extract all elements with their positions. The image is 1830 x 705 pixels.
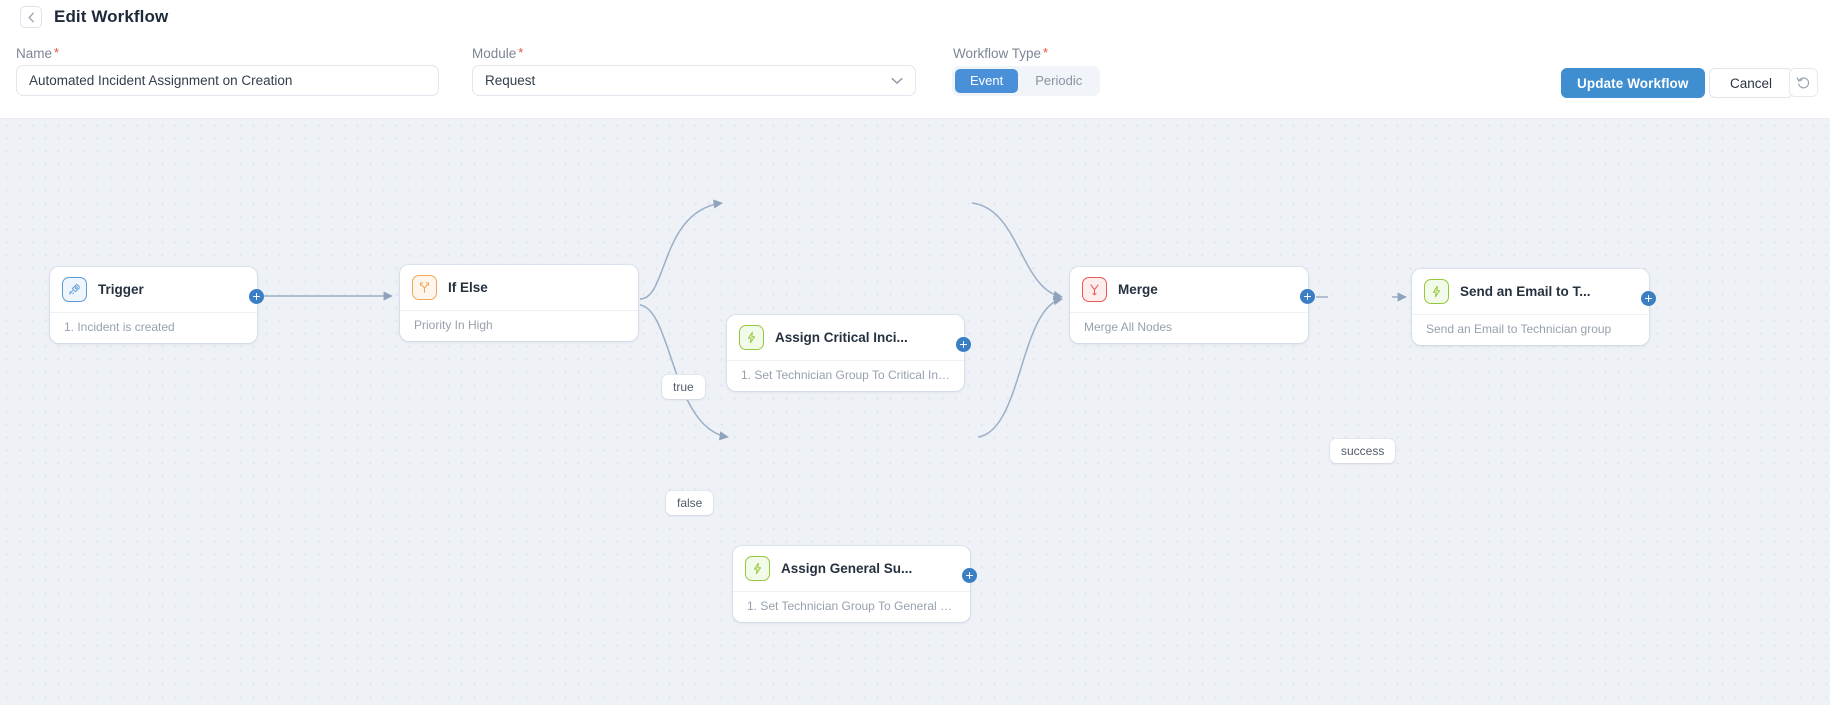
edge-general-to-merge [977,296,1063,438]
revision-history-button[interactable] [1789,68,1818,97]
workflow-type-segmented-control: Event Periodic [952,66,1101,96]
workflow-type-option-event[interactable]: Event [955,69,1019,93]
workflow-node-assign-general-support[interactable]: Assign General Su... 1. Set Technician G… [733,546,977,622]
back-button[interactable] [20,6,42,28]
name-required-asterisk: * [54,45,60,60]
add-node-after-assign-critical-button[interactable] [956,337,971,352]
node-title: Assign General Su... [781,561,913,576]
page-title: Edit Workflow [54,7,169,26]
edge-label-success: success [1330,439,1396,463]
history-revert-icon [1796,77,1810,89]
add-node-after-trigger-button[interactable] [249,289,264,304]
workflow-type-field-label: Workflow Type* [953,46,1048,61]
workflow-node-send-email-technician[interactable]: Send an Email to T... Send an Email to T… [1412,269,1656,345]
workflow-node-if-else[interactable]: If Else Priority In High [400,265,638,341]
node-subtitle: 1. Set Technician Group To General Su... [733,591,970,622]
workflow-edges [264,199,1407,441]
node-title: Send an Email to T... [1460,284,1591,299]
workflow-node-trigger[interactable]: Trigger 1. Incident is created [50,267,264,343]
module-select[interactable]: Request [472,65,916,96]
node-subtitle: Send an Email to Technician group [1412,314,1649,345]
node-title: If Else [448,280,488,295]
lightning-action-icon [739,325,764,350]
node-subtitle: 1. Set Technician Group To Critical Inci… [727,360,964,391]
branch-fork-icon [412,275,437,300]
workflow-type-option-periodic[interactable]: Periodic [1035,73,1083,88]
edge-ifelse-false [639,304,729,441]
update-workflow-button[interactable]: Update Workflow [1561,68,1705,98]
node-subtitle: 1. Incident is created [50,312,257,343]
workflow-node-merge[interactable]: Merge Merge All Nodes [1070,267,1315,343]
titlebar: Edit Workflow [20,6,168,28]
add-node-after-assign-general-button[interactable] [962,568,977,583]
workflow-canvas[interactable]: Trigger 1. Incident is created If Else P… [0,119,1830,705]
module-required-asterisk: * [518,45,524,60]
cancel-button[interactable]: Cancel [1709,68,1794,98]
node-title: Trigger [98,282,144,297]
edge-critical-to-merge [971,202,1063,300]
node-header: Send an Email to T... [1412,269,1649,314]
edge-ifelse-true [639,199,723,300]
workflow-name-input[interactable] [16,65,439,96]
module-field-label: Module* [472,46,523,61]
add-node-after-send-email-button[interactable] [1641,291,1656,306]
node-header: If Else [400,265,638,310]
node-title: Assign Critical Inci... [775,330,908,345]
module-select-value: Request [485,73,536,88]
node-header: Merge [1070,267,1308,312]
lightning-action-icon [1424,279,1449,304]
rocket-trigger-icon [62,277,87,302]
node-header: Assign Critical Inci... [727,315,964,360]
page-header: Edit Workflow Name* Module* Request Work… [0,0,1830,119]
module-label-text: Module [472,46,517,61]
workflow-type-label-text: Workflow Type [953,46,1042,61]
node-header: Trigger [50,267,257,312]
workflow-node-assign-critical-incident[interactable]: Assign Critical Inci... 1. Set Technicia… [727,315,971,391]
merge-arrows-icon [1082,277,1107,302]
chevron-left-icon [28,12,34,22]
add-node-after-merge-button[interactable] [1300,289,1315,304]
name-label-text: Name [16,46,53,61]
node-subtitle: Merge All Nodes [1070,312,1308,343]
chevron-down-icon [891,77,903,84]
workflow-type-required-asterisk: * [1043,45,1049,60]
node-subtitle: Priority In High [400,310,638,341]
name-field-label: Name* [16,46,59,61]
edge-label-true: true [662,375,705,399]
node-header: Assign General Su... [733,546,970,591]
node-title: Merge [1118,282,1158,297]
edge-label-false: false [666,491,714,515]
lightning-action-icon [745,556,770,581]
